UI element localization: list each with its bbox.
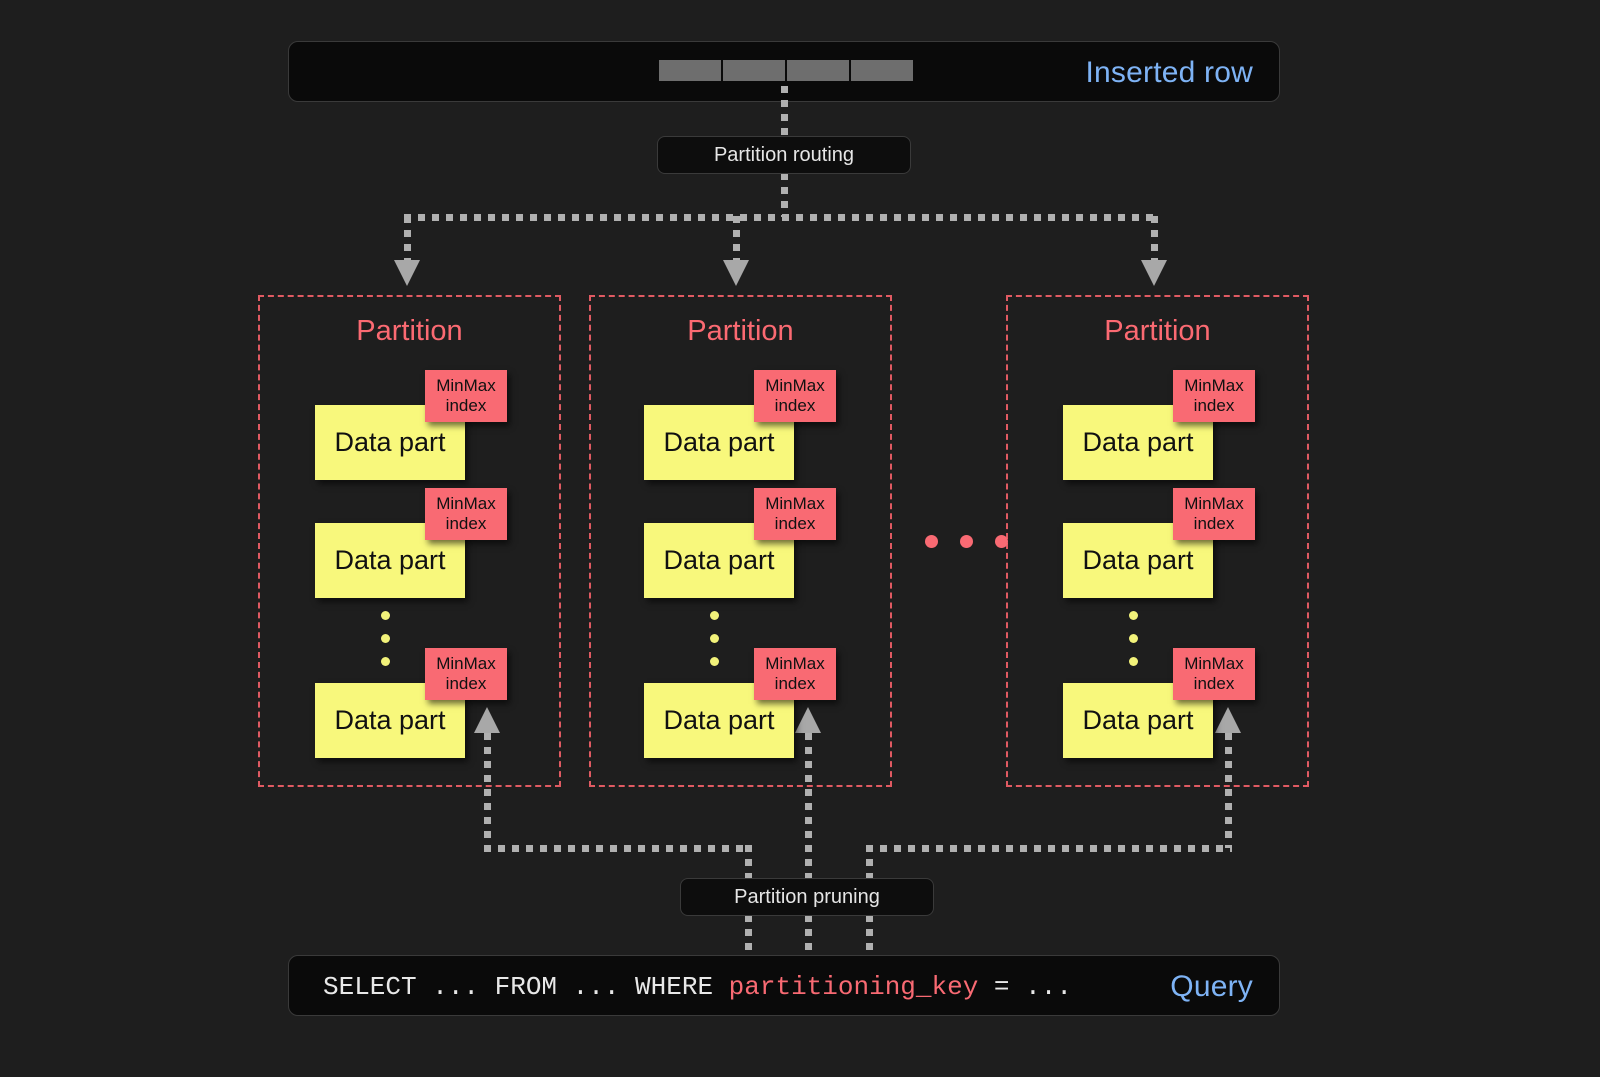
minmax-index-box: MinMax index (425, 370, 507, 422)
arrow-into-data-part-3 (1215, 707, 1241, 733)
row-cell (723, 60, 785, 81)
connector-bus-left-to-pruning (745, 845, 752, 881)
connector-row-to-routing (781, 86, 788, 138)
connector-routing-to-bus (781, 173, 788, 217)
minmax-index-box: MinMax index (1173, 648, 1255, 700)
minmax-line-2: index (774, 674, 816, 693)
partition-2-parts-ellipsis (710, 611, 720, 680)
connector-pruning-bus-right (866, 845, 1232, 852)
connector-pruning-to-query-2 (805, 915, 812, 957)
arrow-into-partition-1 (394, 260, 420, 286)
partition-title: Partition (1104, 315, 1211, 347)
data-part-box: Data part (644, 523, 794, 598)
sql-partitioning-key: partitioning_key (728, 972, 979, 1002)
minmax-line-2: index (1193, 396, 1235, 415)
partition-box-3: Partition (1006, 295, 1309, 787)
connector-routing-bus (404, 214, 1158, 221)
sql-prefix: SELECT ... FROM ... WHERE (323, 972, 729, 1002)
partition-box-1: Partition (258, 295, 561, 787)
connector-partition-3-to-pruning (1225, 733, 1232, 848)
minmax-line-2: index (774, 396, 816, 415)
inserted-row-cells (659, 60, 913, 81)
arrow-into-data-part-2 (795, 707, 821, 733)
partition-title: Partition (687, 315, 794, 347)
arrow-into-data-part-1 (474, 707, 500, 733)
partition-box-2: Partition (589, 295, 892, 787)
minmax-index-box: MinMax index (1173, 370, 1255, 422)
minmax-index-box: MinMax index (1173, 488, 1255, 540)
minmax-index-box: MinMax index (425, 488, 507, 540)
connector-bus-to-partition-3 (1151, 216, 1158, 264)
connector-pruning-bus-left (484, 845, 752, 852)
minmax-line-1: MinMax (1184, 376, 1244, 395)
minmax-line-2: index (445, 396, 487, 415)
connector-bus-to-partition-2 (733, 216, 740, 264)
partition-1-parts-ellipsis (381, 611, 391, 680)
minmax-line-2: index (774, 514, 816, 533)
minmax-line-1: MinMax (436, 494, 496, 513)
minmax-index-box: MinMax index (425, 648, 507, 700)
minmax-line-1: MinMax (436, 654, 496, 673)
connector-pruning-to-query-1 (745, 915, 752, 957)
row-cell (851, 60, 913, 81)
query-panel: SELECT ... FROM ... WHERE partitioning_k… (288, 955, 1280, 1016)
connector-pruning-to-query-3 (866, 915, 873, 957)
minmax-line-2: index (445, 514, 487, 533)
partition-routing-box: Partition routing (657, 136, 911, 174)
minmax-index-box: MinMax index (754, 648, 836, 700)
connector-partition-1-to-pruning (484, 733, 491, 848)
minmax-line-1: MinMax (765, 494, 825, 513)
minmax-index-box: MinMax index (754, 488, 836, 540)
connector-bus-to-partition-1 (404, 216, 411, 264)
row-cell (787, 60, 849, 81)
connector-bus-right-to-pruning (866, 845, 873, 881)
arrow-into-partition-2 (723, 260, 749, 286)
partitions-ellipsis (925, 535, 1008, 548)
minmax-line-1: MinMax (1184, 654, 1244, 673)
partition-3-parts-ellipsis (1129, 611, 1139, 680)
minmax-line-1: MinMax (765, 376, 825, 395)
sql-text: SELECT ... FROM ... WHERE partitioning_k… (323, 972, 1072, 1002)
minmax-line-2: index (445, 674, 487, 693)
minmax-line-2: index (1193, 674, 1235, 693)
minmax-line-1: MinMax (436, 376, 496, 395)
partition-pruning-box: Partition pruning (680, 878, 934, 916)
minmax-line-1: MinMax (765, 654, 825, 673)
minmax-line-2: index (1193, 514, 1235, 533)
sql-suffix: = ... (978, 972, 1072, 1002)
data-part-box: Data part (1063, 405, 1213, 480)
inserted-row-label: Inserted row (1085, 56, 1253, 89)
inserted-row-panel: Inserted row (288, 41, 1280, 102)
arrow-into-partition-3 (1141, 260, 1167, 286)
minmax-index-box: MinMax index (754, 370, 836, 422)
row-cell (659, 60, 721, 81)
partition-title: Partition (356, 315, 463, 347)
query-label: Query (1170, 970, 1253, 1003)
connector-partition-2-to-pruning (805, 733, 812, 880)
minmax-line-1: MinMax (1184, 494, 1244, 513)
